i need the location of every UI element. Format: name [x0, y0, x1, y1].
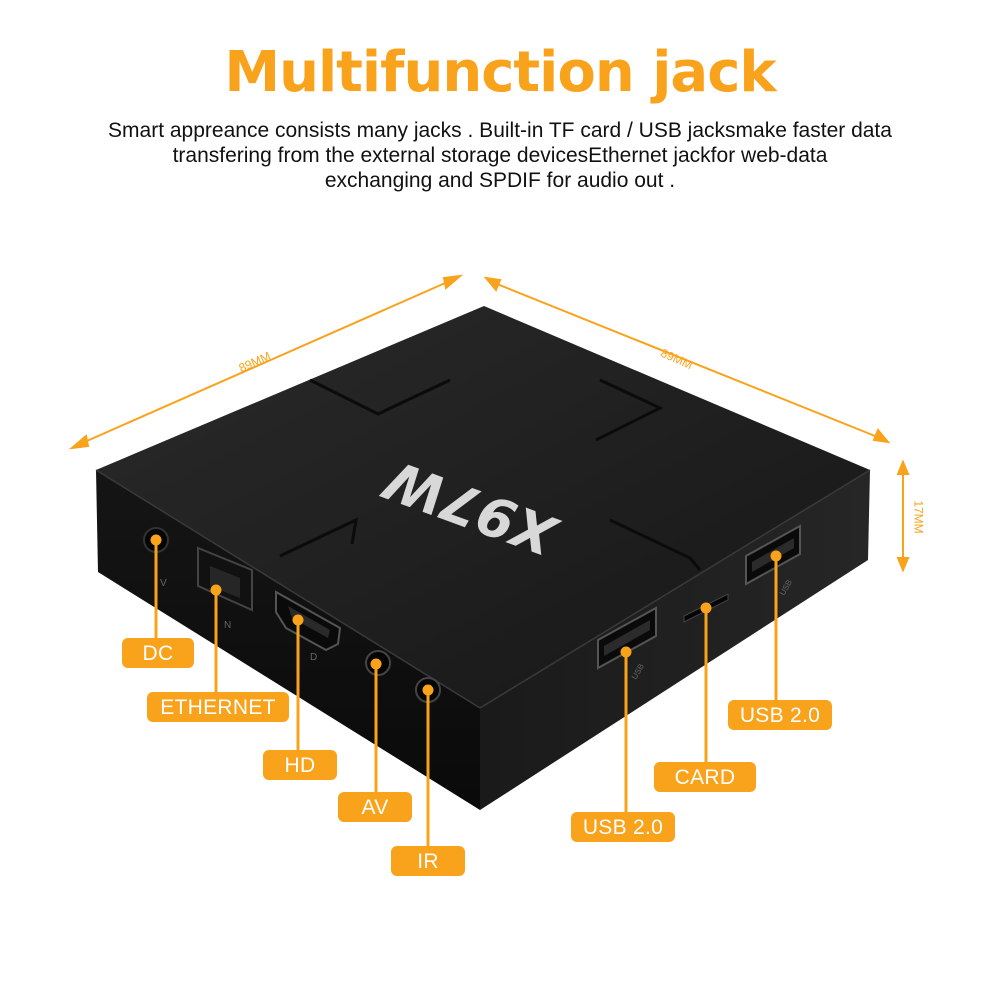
box-front	[96, 470, 480, 810]
usb-port-front	[597, 606, 657, 670]
ethernet-port	[197, 546, 253, 612]
description-line: transfering from the external storage de…	[172, 144, 828, 167]
tv-box: X97W V N D	[95, 306, 871, 810]
dc-label: DC	[122, 638, 194, 668]
box-top	[96, 306, 870, 708]
description: Smart appreance consists many jacks . Bu…	[40, 118, 960, 193]
description-line: Smart appreance consists many jacks . Bu…	[108, 119, 892, 142]
ir-label: IR	[391, 846, 465, 876]
usb-front-label: USB 2.0	[571, 812, 675, 842]
hd-label: HD	[263, 750, 337, 780]
height-label: 17MM	[911, 500, 926, 534]
hdmi-port	[275, 590, 342, 652]
usb-side-label: USB 2.0	[728, 700, 832, 730]
description-line: exchanging and SPDIF for audio out .	[324, 169, 676, 192]
card-label: CARD	[654, 762, 756, 792]
ethernet-label: ETHERNET	[147, 692, 289, 722]
callout-lines	[150, 534, 782, 848]
dimension-arrows	[68, 274, 910, 573]
port-mark: D	[310, 652, 317, 663]
av-label: AV	[338, 792, 412, 822]
port-mark: N	[224, 620, 231, 631]
port-mark: V	[160, 578, 167, 589]
page-title: Multifunction jack	[224, 40, 776, 105]
